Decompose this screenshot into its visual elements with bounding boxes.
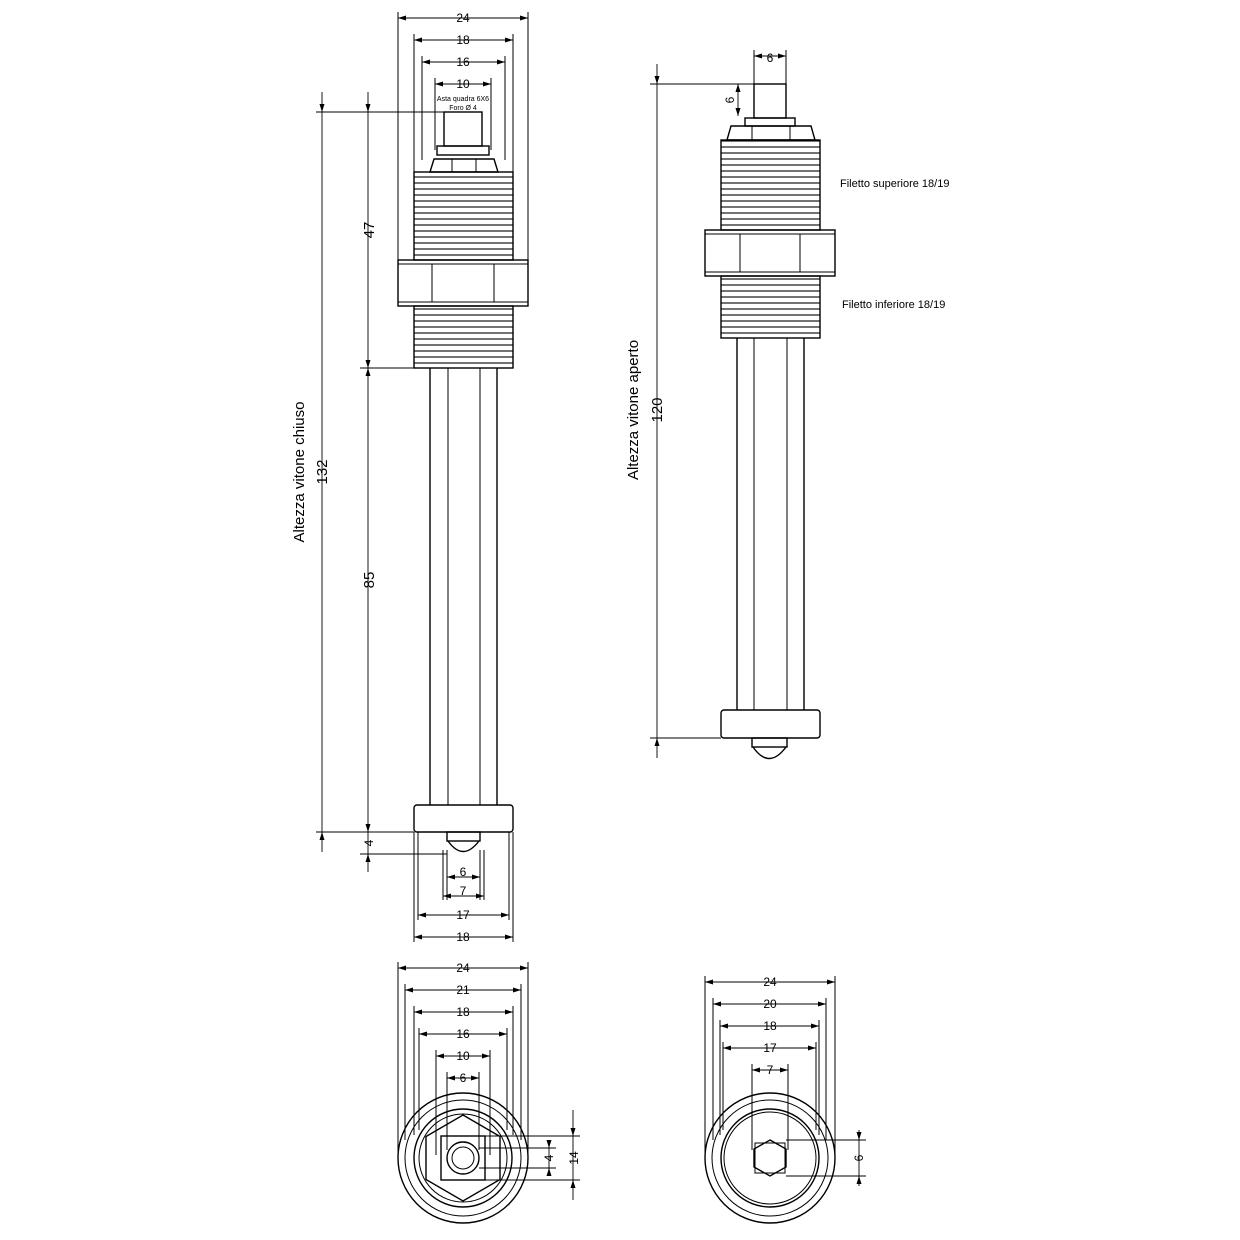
dim-br-2: 18 <box>763 1019 777 1033</box>
dim-left-top-1: 18 <box>456 33 470 47</box>
bottom-left-dimensions: 24 21 18 16 10 <box>397 961 529 1160</box>
dim-br-side: 6 <box>852 1154 866 1161</box>
bottom-left-view: 24 21 18 16 10 <box>397 961 581 1224</box>
dim-bl-5: 6 <box>460 1071 467 1085</box>
dim-left-bottom-0: 6 <box>460 865 467 879</box>
dim-bl-side-large: 14 <box>567 1151 581 1165</box>
bottom-right-side-dimension: 6 <box>786 1130 866 1186</box>
dim-left-85: 85 <box>361 572 378 589</box>
dim-left-47: 47 <box>361 222 378 239</box>
bottom-left-side-dimensions: 14 4 <box>479 1110 581 1200</box>
right-height-label: Altezza vitone aperto <box>625 340 642 480</box>
left-bottom-dimensions: 6 7 17 18 <box>414 832 513 944</box>
right-valve-body <box>704 83 836 760</box>
left-height-value: 132 <box>314 459 331 484</box>
bottom-right-circles <box>704 1092 836 1224</box>
right-height-dimension: Altezza vitone aperto 120 <box>625 64 754 758</box>
dim-bl-4: 10 <box>456 1049 470 1063</box>
dim-left-top-2: 16 <box>456 55 470 69</box>
dim-br-1: 20 <box>763 997 777 1011</box>
right-height-value: 120 <box>649 397 666 422</box>
right-view: 6 6 <box>625 50 949 760</box>
left-valve-body <box>397 111 529 942</box>
left-partial-dimensions: 47 85 4 <box>360 92 447 872</box>
dim-bl-side-small: 4 <box>542 1154 556 1161</box>
dim-bl-1: 21 <box>456 983 470 997</box>
left-view: 24 18 16 10 Asta quadra 6X6 Foro Ø 4 <box>291 11 529 944</box>
bottom-right-view: 24 20 18 17 7 <box>704 975 866 1224</box>
dim-bl-3: 16 <box>456 1027 470 1041</box>
dim-br-0: 24 <box>763 975 777 989</box>
bottom-right-dimensions: 24 20 18 17 7 <box>704 975 836 1160</box>
dim-left-bottom-1: 7 <box>460 884 467 898</box>
thread-lower-label: Filetto inferiore 18/19 <box>842 299 945 311</box>
dim-br-4: 7 <box>767 1063 774 1077</box>
dim-bl-2: 18 <box>456 1005 470 1019</box>
dim-br-3: 17 <box>763 1041 777 1055</box>
dim-right-top-side: 6 <box>723 96 737 103</box>
dim-left-top-3: 10 <box>456 77 470 91</box>
left-top-dimensions: 24 18 16 10 <box>398 11 528 91</box>
left-height-dimension: Altezza vitone chiuso 132 <box>291 92 444 852</box>
dim-bl-0: 24 <box>456 961 470 975</box>
bottom-left-circles <box>397 1092 529 1224</box>
note-square-shaft: Asta quadra 6X6 <box>437 96 489 103</box>
thread-upper-label: Filetto superiore 18/19 <box>840 178 949 190</box>
left-height-label: Altezza vitone chiuso <box>291 402 308 543</box>
dim-left-4: 4 <box>362 839 376 846</box>
left-top-extension-lines <box>397 12 529 262</box>
note-hole: Foro Ø 4 <box>449 105 477 112</box>
dim-left-top-0: 24 <box>456 11 470 25</box>
dim-left-bottom-3: 18 <box>456 930 470 944</box>
dim-left-bottom-2: 17 <box>456 908 470 922</box>
dim-right-top: 6 <box>767 51 774 65</box>
